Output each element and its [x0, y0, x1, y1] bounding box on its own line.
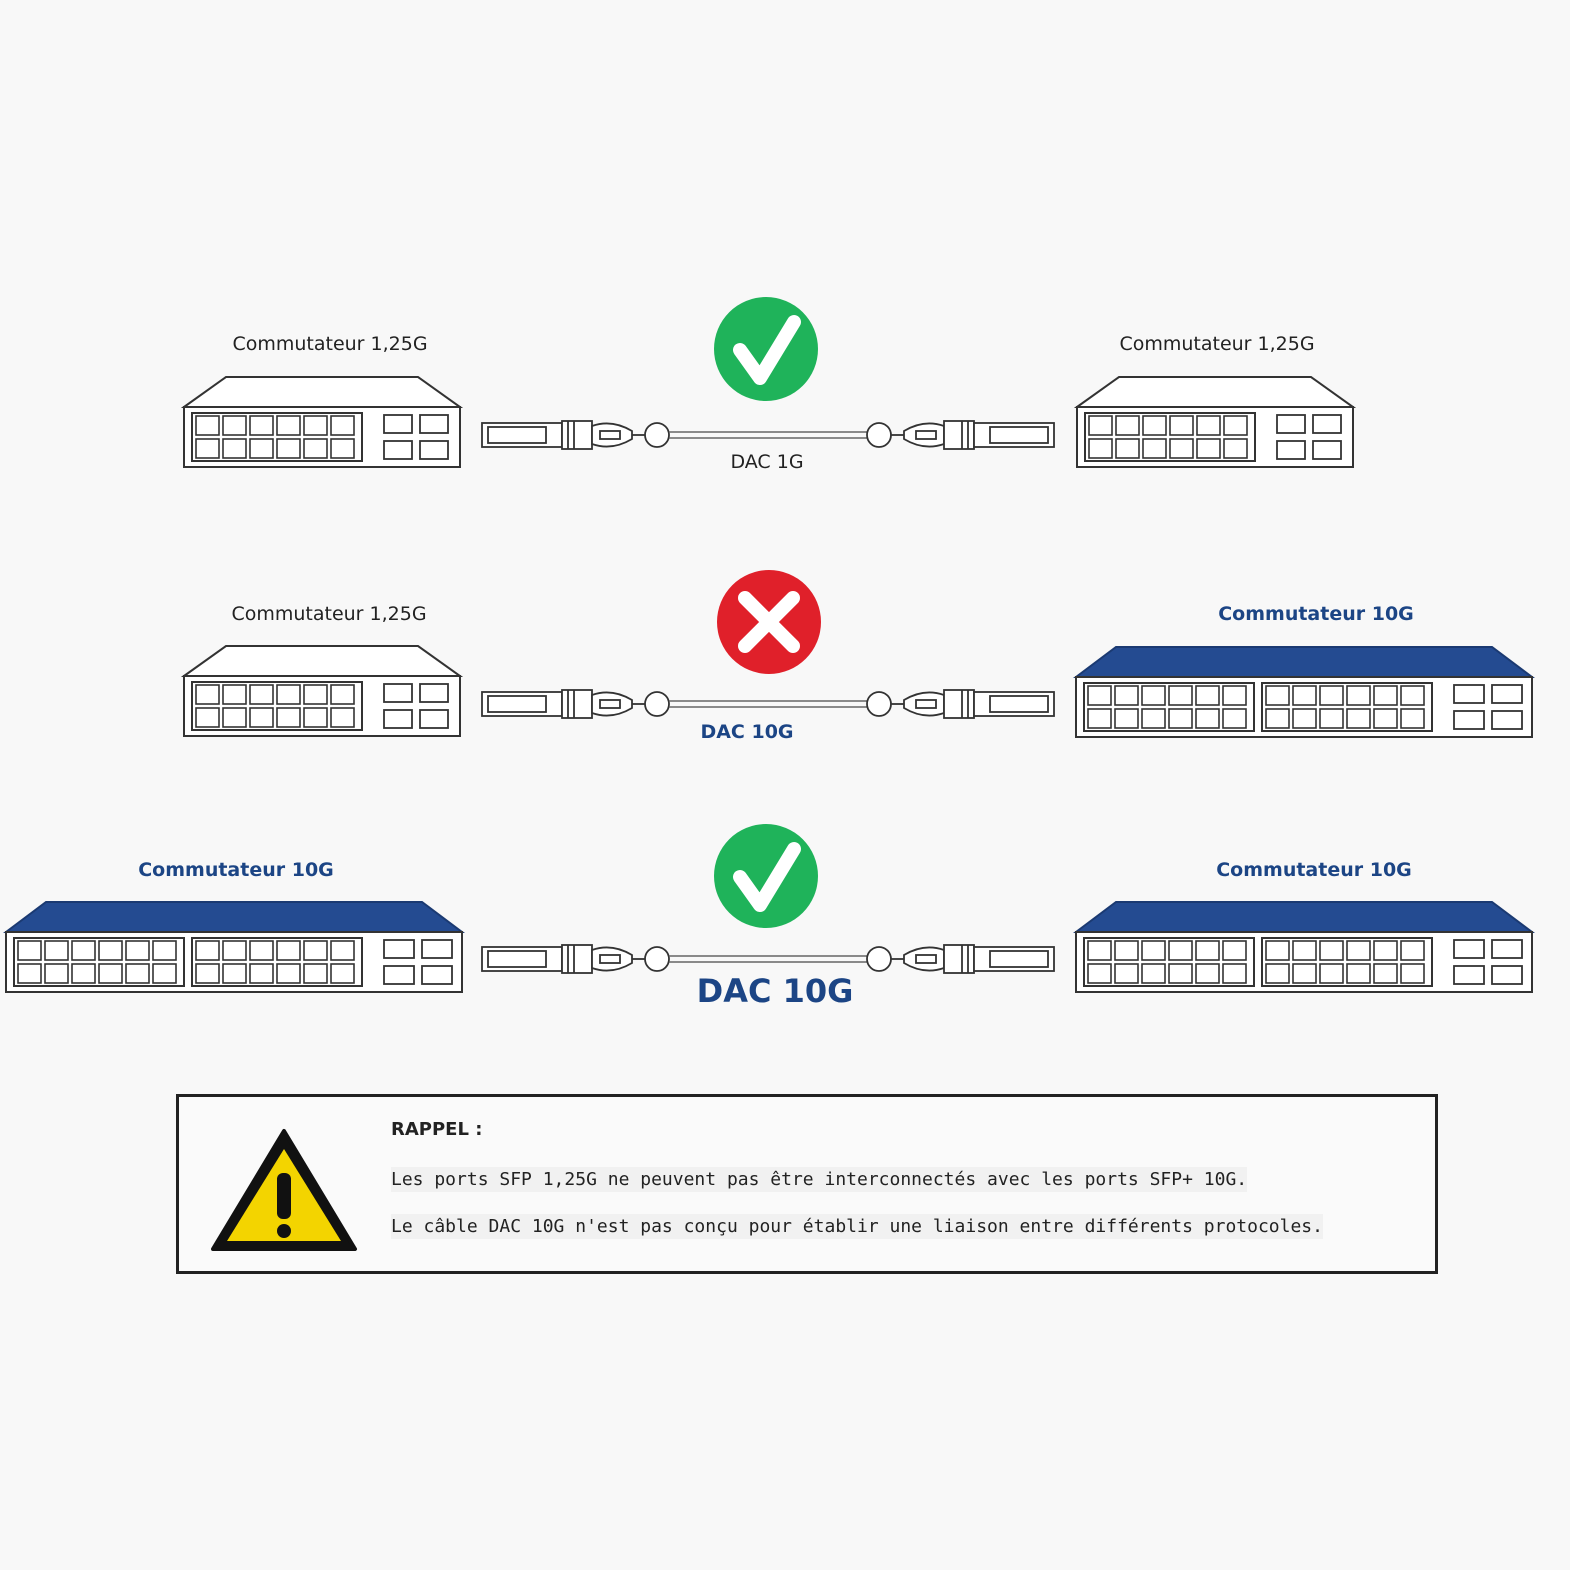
reminder-line-2: Le câble DAC 10G n'est pas conçu pour ét…: [391, 1214, 1323, 1239]
switch-label-right-row3: Commutateur 10G: [1216, 859, 1412, 881]
reminder-box: RAPPEL : Les ports SFP 1,25G ne peuvent …: [176, 1094, 1438, 1274]
switch-label-right-row1: Commutateur 1,25G: [1119, 333, 1315, 355]
check-icon-row1: [714, 297, 818, 401]
switch-right-row2: [1075, 646, 1533, 738]
reminder-title: RAPPEL :: [391, 1119, 483, 1140]
switch-label-right-row2: Commutateur 10G: [1218, 603, 1414, 625]
switch-label-left-row2: Commutateur 1,25G: [231, 603, 427, 625]
check-icon-row3: [714, 824, 818, 928]
dac-cable-row3: [481, 944, 1055, 974]
cable-label-row2: DAC 10G: [700, 721, 794, 743]
dac-cable-row1: [481, 420, 1055, 450]
switch-label-left-row3: Commutateur 10G: [138, 859, 334, 881]
warning-icon: [211, 1129, 357, 1251]
cable-label-row1: DAC 1G: [730, 451, 804, 473]
reminder-line-1: Les ports SFP 1,25G ne peuvent pas être …: [391, 1167, 1248, 1192]
switch-right-row3: [1075, 901, 1533, 993]
switch-left-row1: [183, 376, 461, 468]
dac-cable-row2: [481, 689, 1055, 719]
switch-left-row3: [5, 901, 463, 993]
switch-left-row2: [183, 645, 461, 737]
switch-right-row1: [1076, 376, 1354, 468]
cable-label-row3: DAC 10G: [696, 972, 854, 1010]
cross-icon-row2: [717, 570, 821, 674]
switch-label-left-row1: Commutateur 1,25G: [232, 333, 428, 355]
